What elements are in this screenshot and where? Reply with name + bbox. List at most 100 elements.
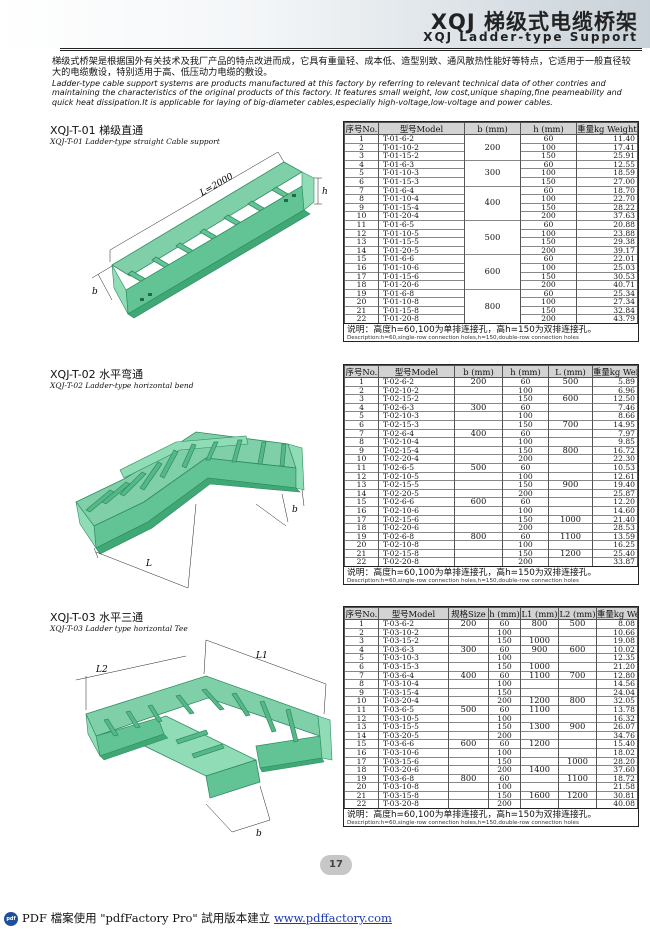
table-cell: 150 (502, 480, 549, 490)
table-cell: 9.85 (592, 437, 638, 447)
table-cell: T-02-10-4 (378, 437, 455, 447)
table-cell: T-02-6-6 (378, 497, 455, 507)
table-cell: 60 (488, 773, 521, 783)
table-cell: 18.02 (596, 747, 638, 757)
table-cell (548, 437, 593, 447)
table-cell: 200 (502, 488, 549, 498)
table-cell (454, 445, 503, 455)
table-cell: 15.40 (596, 739, 638, 749)
table-cell: 100 (520, 297, 577, 307)
table-cell: 1000 (558, 756, 597, 766)
table-cell: 1000 (520, 636, 559, 646)
table-cell: 400 (448, 670, 489, 680)
table-cell: 19 (344, 773, 379, 783)
table-cell (454, 488, 503, 498)
table-cell: 150 (488, 722, 521, 732)
table-cell: 24.04 (596, 687, 638, 697)
table-cell: 10.66 (596, 627, 638, 637)
table-cell: 100 (502, 385, 549, 395)
table-cell: T-03-15-6 (378, 756, 449, 766)
table-1-note: 说明：高度h=60,100为单排连接孔，高h=150为双排连接孔。 Descri… (344, 323, 638, 341)
table-cell (454, 523, 503, 533)
table-cell: 200 (502, 523, 549, 533)
table-cell (448, 790, 489, 800)
table-cell (558, 730, 597, 740)
section-1-subtitle: XQJ-T-01 Ladder-type straight Cable supp… (50, 137, 220, 146)
table-cell: T-03-6-4 (378, 670, 449, 680)
table-cell: 60 (502, 531, 549, 541)
table-cell: 200 (488, 730, 521, 740)
table-cell (558, 687, 597, 697)
table-cell: 200 (488, 765, 521, 775)
table-cell: 28.22 (576, 202, 638, 212)
table-cell: T-02-15-2 (378, 394, 455, 404)
table-cell: T-03-10-6 (378, 747, 449, 757)
table-cell: 13 (344, 480, 379, 490)
col-header: b (mm) (464, 122, 521, 135)
table-cell: 25.03 (576, 262, 638, 272)
table-cell: 11 (344, 462, 379, 473)
col-header: 规格Size (448, 607, 489, 620)
table-cell: 60 (502, 428, 549, 438)
table-cell: 600 (558, 644, 597, 654)
table-cell: T-03-6-2 (378, 619, 449, 629)
table-cell: 12.50 (592, 394, 638, 404)
table-cell: T-02-10-2 (378, 385, 455, 395)
table-cell: T-03-20-4 (378, 696, 449, 706)
table-cell: 17 (344, 271, 379, 281)
table-cell: 100 (488, 782, 521, 792)
table-cell: 19 (344, 288, 379, 298)
table-cell: 8 (344, 437, 379, 447)
table-cell: T-03-6-8 (378, 773, 449, 783)
table-cell: 150 (502, 445, 549, 455)
table-cell: 200 (488, 799, 521, 809)
table-cell (448, 756, 489, 766)
table-cell: 14.60 (592, 505, 638, 515)
table-cell: 600 (454, 497, 503, 507)
table-cell: 22 (344, 799, 379, 809)
table-cell: 39.17 (576, 245, 638, 255)
table-cell: 14 (344, 488, 379, 498)
spec-table-1-box: 序号No. 型号Model b (mm) h (mm) 重量kg Weight … (343, 121, 639, 343)
table-cell: T-03-10-2 (378, 627, 449, 637)
table-cell: 43.79 (576, 314, 638, 324)
table-cell: T-02-6-4 (378, 428, 455, 438)
table-cell: 21.40 (592, 514, 638, 524)
footer-link[interactable]: www.pdffactory.com (273, 911, 392, 925)
table-cell: 100 (502, 471, 549, 481)
table-cell: 27.00 (576, 176, 638, 187)
table-cell (558, 627, 597, 637)
table-cell: 12 (344, 228, 379, 238)
table-cell: 60 (520, 219, 577, 230)
table-cell: 100 (520, 142, 577, 152)
table-cell: 500 (448, 704, 489, 715)
table-cell: 13 (344, 722, 379, 732)
table-cell: 100 (520, 168, 577, 178)
table-cell: 1600 (520, 790, 559, 800)
table-cell: 60 (520, 254, 577, 264)
table-cell: 1000 (520, 661, 559, 672)
table-cell: 100 (502, 540, 549, 550)
table-cell (548, 462, 593, 473)
table-cell: 60 (488, 670, 521, 680)
table-cell: 1200 (548, 548, 593, 558)
table-cell: T-01-10-2 (378, 142, 465, 152)
table-cell (454, 557, 503, 567)
table-cell: 600 (548, 394, 593, 404)
table-cell: T-01-20-5 (378, 245, 465, 255)
table-cell: 11.40 (576, 134, 638, 144)
table-cell (448, 799, 489, 809)
table-cell: 14.95 (592, 419, 638, 430)
col-header: 重量kg Weight (596, 607, 638, 620)
table-cell: 2 (344, 142, 379, 152)
table-cell: 19 (344, 531, 379, 541)
table-cell: 1100 (558, 773, 597, 783)
